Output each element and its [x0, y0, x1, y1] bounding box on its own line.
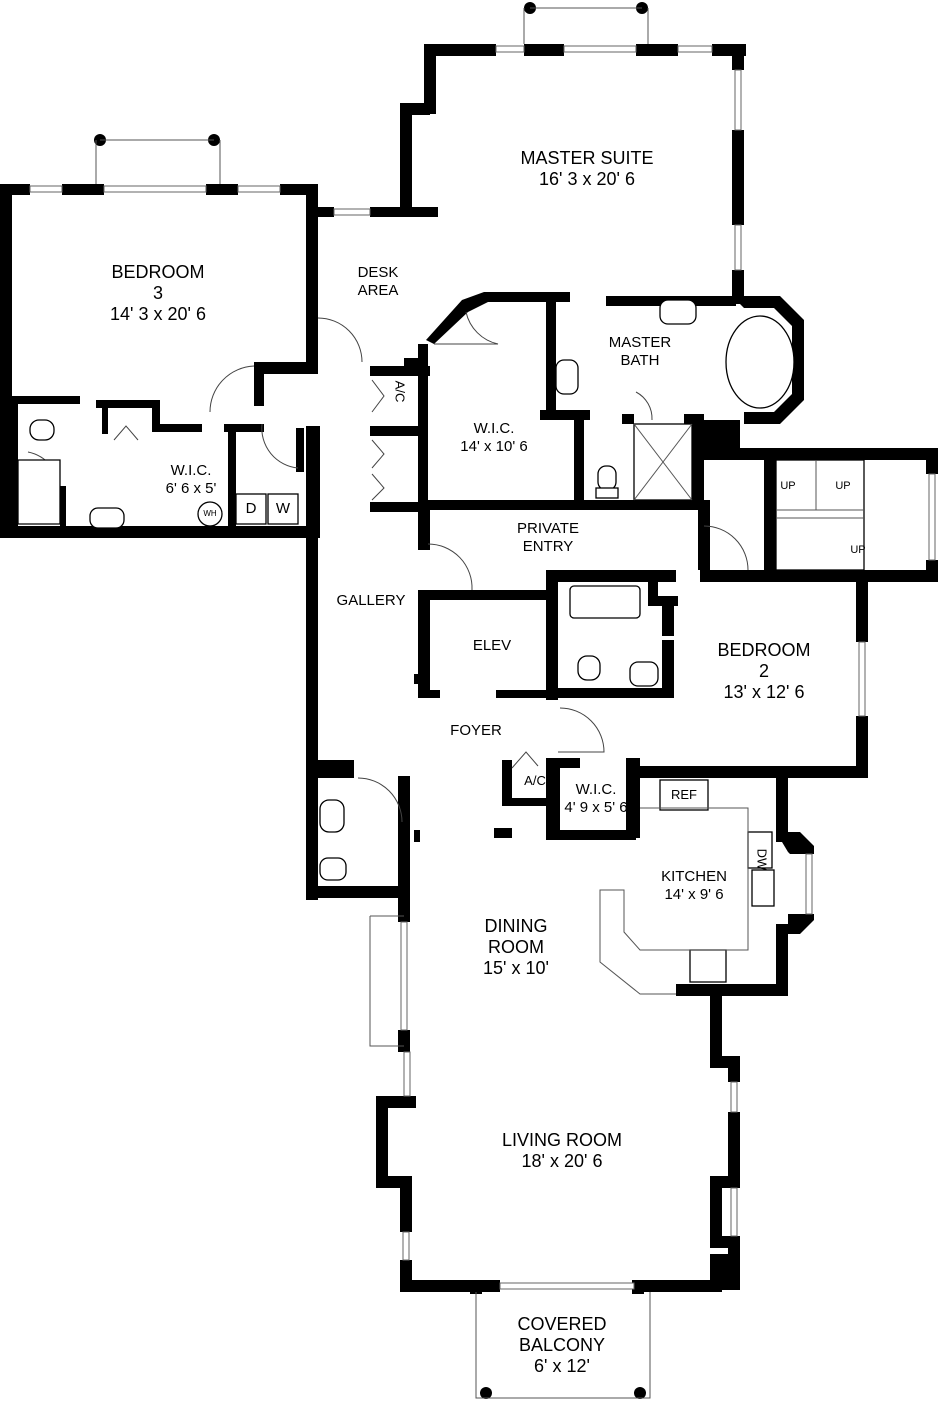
wic-master-label: W.I.C. 14' x 10' 6	[460, 420, 527, 456]
ac-lower-label: A/C	[524, 773, 546, 788]
ac-upper-name: A/C	[392, 380, 408, 403]
master-bath-name1: MASTER	[608, 334, 672, 351]
master-bath-label: MASTER BATH	[609, 334, 672, 370]
washer-label: W	[275, 500, 291, 517]
dining-dim: 15' x 10'	[483, 958, 549, 978]
kitchen-label: KITCHEN 14' x 9' 6	[661, 868, 727, 904]
elev-label: ELEV	[473, 637, 511, 655]
bedroom3-dim: 14' 3 x 20' 6	[110, 304, 206, 324]
master-suite-dim: 16' 3 x 20' 6	[539, 169, 635, 189]
private-entry-name1: PRIVATE	[517, 520, 579, 537]
fixtures-drawings	[17, 299, 865, 995]
master-suite-name: MASTER SUITE	[520, 148, 654, 168]
balcony-name1: COVERED	[517, 1314, 607, 1334]
bedroom2-label: BEDROOM 2 13' x 12' 6	[717, 640, 810, 703]
bedroom3-name2: 3	[152, 283, 164, 303]
foyer-label: FOYER	[450, 722, 502, 740]
wic-lower-name: W.I.C.	[575, 781, 617, 798]
dryer-label: D	[245, 500, 257, 517]
bedroom2-name1: BEDROOM	[717, 640, 811, 660]
elev-name: ELEV	[472, 637, 512, 654]
dining-name1: DINING	[484, 916, 548, 936]
refrigerator-label: REF	[671, 787, 697, 802]
ac-lower-name: A/C	[524, 773, 546, 788]
wic-bed3-dim: 6' 6 x 5'	[165, 480, 217, 497]
dishwasher-label: DW	[754, 848, 770, 871]
balcony-label: COVERED BALCONY 6' x 12'	[517, 1314, 606, 1377]
wic-bed3-name: W.I.C.	[170, 462, 212, 479]
balcony-name2: BALCONY	[518, 1335, 606, 1355]
gallery-label: GALLERY	[337, 592, 406, 610]
foyer-name: FOYER	[450, 722, 502, 739]
balcony-dim: 6' x 12'	[534, 1356, 590, 1376]
bedroom3-label: BEDROOM 3 14' 3 x 20' 6	[110, 262, 206, 325]
master-bath-name2: BATH	[620, 352, 660, 369]
kitchen-name: KITCHEN	[661, 868, 727, 885]
stairs-up-label-3: UP	[850, 544, 866, 556]
doors	[27, 311, 749, 823]
wic-lower-label: W.I.C. 4' 9 x 5' 6	[564, 781, 627, 817]
master-suite-label: MASTER SUITE 16' 3 x 20' 6	[520, 148, 653, 190]
bedroom2-dim: 13' x 12' 6	[723, 682, 805, 702]
wic-lower-dim: 4' 9 x 5' 6	[564, 799, 628, 816]
private-entry-name2: ENTRY	[522, 538, 574, 555]
water-heater-label: WH	[203, 509, 217, 518]
private-entry-label: PRIVATE ENTRY	[517, 520, 579, 556]
wic-bed3-label: W.I.C. 6' 6 x 5'	[166, 462, 217, 498]
desk-area-label: DESK AREA	[358, 264, 399, 300]
living-name: LIVING ROOM	[501, 1130, 623, 1150]
dining-name2: ROOM	[487, 937, 544, 957]
kitchen-dim: 14' x 9' 6	[664, 886, 724, 903]
ac-upper-label: A/C	[393, 381, 408, 403]
wic-master-dim: 14' x 10' 6	[460, 438, 528, 455]
interior-walls	[12, 292, 776, 894]
bedroom3-name1: BEDROOM	[111, 262, 205, 282]
desk-area-name1: DESK	[357, 264, 399, 281]
living-label: LIVING ROOM 18' x 20' 6	[502, 1130, 622, 1172]
bedroom2-name2: 2	[758, 661, 770, 681]
windows	[29, 7, 936, 1399]
gallery-name: GALLERY	[336, 592, 406, 609]
desk-area-name2: AREA	[357, 282, 399, 299]
wic-master-name: W.I.C.	[473, 420, 515, 437]
living-dim: 18' x 20' 6	[521, 1151, 603, 1171]
dining-label: DINING ROOM 15' x 10'	[483, 916, 549, 979]
stairs-up-label-1: UP	[780, 480, 796, 492]
stairs-up-label-2: UP	[835, 480, 851, 492]
